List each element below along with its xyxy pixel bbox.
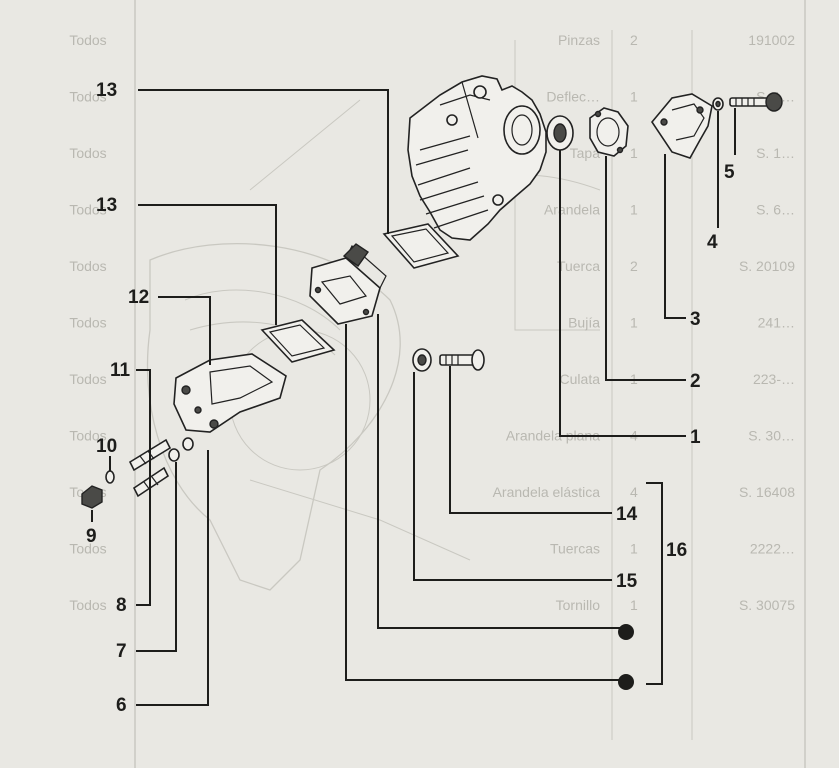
callout-2: 2 xyxy=(690,371,701,392)
leader-lines xyxy=(91,89,736,706)
table-row-desc: Arandela plana xyxy=(506,428,600,444)
intake-flange-part-12 xyxy=(173,353,287,433)
nut-part-15 xyxy=(412,348,432,372)
callout-10: 10 xyxy=(96,436,117,457)
gasket-part-13-upper xyxy=(382,223,460,269)
callout-14: 14 xyxy=(616,504,638,525)
table-row-qty: 1 xyxy=(630,145,638,161)
table-row-ref: 241… xyxy=(758,315,795,331)
table-row-applies: Todos xyxy=(69,541,106,557)
table-row-ref: S. 1… xyxy=(756,145,795,161)
table-row-desc: Culata xyxy=(560,371,601,387)
table-row-ref: 191002 xyxy=(748,32,795,48)
callout-15: 15 xyxy=(616,571,638,592)
callout-9: 9 xyxy=(86,526,97,547)
table-row-qty: 1 xyxy=(630,541,638,557)
washer-part-4 xyxy=(712,97,724,111)
table-row-applies: Todos xyxy=(69,89,106,105)
callout-8: 8 xyxy=(116,595,127,616)
table-row-desc: Deflec… xyxy=(546,89,600,105)
reference-dot-lower xyxy=(618,674,634,690)
bolt-part-5 xyxy=(729,92,783,112)
washers-part-6-7 xyxy=(168,437,194,462)
table-row-qty: 1 xyxy=(630,315,638,331)
table-row-ref: S. 20109 xyxy=(739,258,795,274)
callout-12: 12 xyxy=(128,287,149,308)
callout-16: 16 xyxy=(666,540,687,561)
table-row-qty: 2 xyxy=(630,32,638,48)
gasket-part-13-lower xyxy=(260,319,336,363)
callout-5: 5 xyxy=(724,162,735,183)
table-row-qty: 2 xyxy=(630,258,638,274)
cylinder-head-part xyxy=(407,75,547,241)
callout-13-lower: 13 xyxy=(96,195,117,216)
table-row-ref: S. 6… xyxy=(756,202,795,218)
table-row-desc: Tapa xyxy=(570,145,601,161)
table-row-applies: Todos xyxy=(69,597,106,613)
table-row-desc: Tuerca xyxy=(557,258,600,274)
gasket-part-2 xyxy=(589,107,629,157)
table-row-desc: Tornillo xyxy=(556,597,601,613)
table-row-qty: 1 xyxy=(630,202,638,218)
table-row-desc: Bujía xyxy=(568,315,600,331)
table-row-ref: S. 30075 xyxy=(739,597,795,613)
nut-part-9 xyxy=(81,485,103,509)
callout-4: 4 xyxy=(707,232,718,253)
callout-labels: 13 13 12 11 10 9 8 7 6 5 4 3 2 1 14 15 1… xyxy=(86,80,735,716)
cover-part-3 xyxy=(651,93,713,159)
table-row-ref: 2222… xyxy=(750,541,795,557)
callout-6: 6 xyxy=(116,695,127,716)
table-row-qty: 1 xyxy=(630,89,638,105)
washer-part-10 xyxy=(105,470,115,484)
table-row-desc: Pinzas xyxy=(558,32,600,48)
table-row-applies: Todos xyxy=(69,202,106,218)
reed-valve-part xyxy=(309,243,387,325)
table-row-desc: Arandela xyxy=(544,202,600,218)
reference-dot-upper xyxy=(618,624,634,640)
table-row-qty: 1 xyxy=(630,597,638,613)
bolt-part-14 xyxy=(439,349,485,371)
ring-part-1 xyxy=(546,115,574,151)
table-row-desc: Arandela elástica xyxy=(493,484,601,500)
callout-1: 1 xyxy=(690,427,701,448)
table-row-applies: Todos xyxy=(69,315,106,331)
callout-13-upper: 13 xyxy=(96,80,117,101)
table-row-applies: Todos xyxy=(69,258,106,274)
table-row-desc: Tuercas xyxy=(550,541,600,557)
table-row-applies: Todos xyxy=(69,145,106,161)
table-row-qty: 4 xyxy=(630,484,638,500)
table-row-ref: S. 30… xyxy=(748,428,795,444)
table-row-applies: Todos xyxy=(69,428,106,444)
table-row-ref: 223-… xyxy=(753,371,795,387)
table-row-applies: Todos xyxy=(69,32,106,48)
table-row-ref: S. 16408 xyxy=(739,484,795,500)
callout-11: 11 xyxy=(110,360,131,381)
callout-3: 3 xyxy=(690,309,701,330)
table-row-applies: Todos xyxy=(69,371,106,387)
callout-7: 7 xyxy=(116,641,127,662)
